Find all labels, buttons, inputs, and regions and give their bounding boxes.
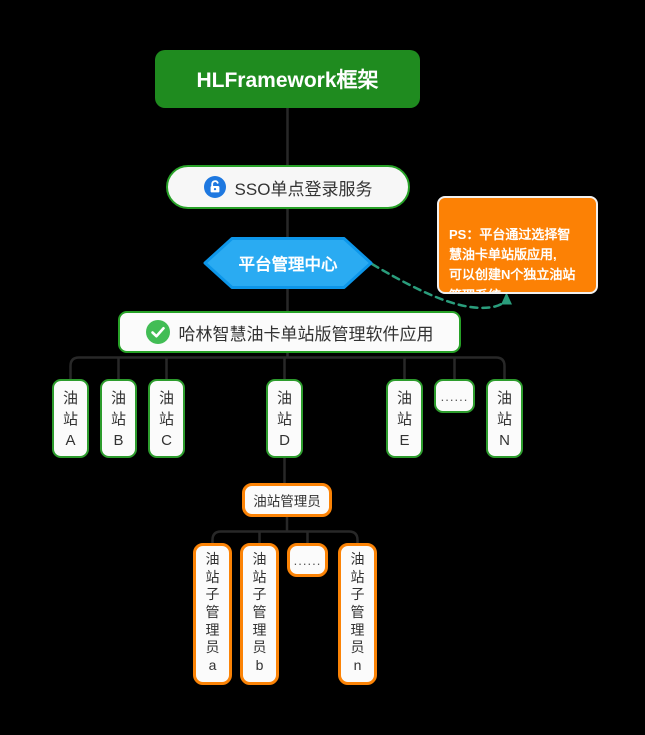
platform-label: 平台管理中心 [238, 256, 338, 274]
ellipsis-label: ...... [440, 388, 469, 404]
node-platform-center[interactable]: 平台管理中心 [203, 236, 373, 290]
node-hlframework-root[interactable]: HLFramework框架 [155, 50, 420, 108]
node-station-c[interactable]: 油站C [148, 379, 185, 458]
node-station-manager[interactable]: 油站管理员 [242, 483, 332, 517]
station-trunk [69, 356, 506, 380]
note-text: PS：平台通过选择智 慧油卡单站版应用, 可以创建N个独立油站 管理系统 [449, 227, 576, 292]
node-smart-oilcard-app[interactable]: 哈林智慧油卡单站版管理软件应用 [118, 311, 461, 353]
node-subadmin-ellipsis[interactable]: ...... [287, 543, 328, 577]
station-label: 油站N [496, 390, 512, 449]
node-subadmin-n[interactable]: 油站子管理员n [338, 543, 377, 685]
subadmin-trunk [211, 530, 359, 544]
check-icon [145, 320, 170, 344]
subadmin-label: 油站子管理员a [205, 551, 220, 673]
lock-icon [203, 176, 226, 198]
node-station-e[interactable]: 油站E [386, 379, 423, 458]
node-station-b[interactable]: 油站B [100, 379, 137, 458]
subadmin-label: 油站子管理员b [252, 551, 267, 673]
node-station-ellipsis[interactable]: ...... [434, 379, 475, 413]
hexagon-shape [203, 237, 373, 289]
node-station-d[interactable]: 油站D [266, 379, 303, 458]
node-subadmin-a[interactable]: 油站子管理员a [193, 543, 232, 685]
manager-label: 油站管理员 [253, 494, 321, 509]
ellipsis-label: ...... [293, 552, 322, 568]
note-ps-callout[interactable]: PS：平台通过选择智 慧油卡单站版应用, 可以创建N个独立油站 管理系统 [437, 196, 598, 294]
station-label: 油站E [396, 390, 412, 449]
sso-label: SSO单点登录服务 [234, 179, 373, 199]
node-sso-login[interactable]: SSO单点登录服务 [166, 165, 410, 209]
root-label: HLFramework框架 [196, 69, 379, 92]
node-station-n[interactable]: 油站N [486, 379, 523, 458]
node-subadmin-b[interactable]: 油站子管理员b [240, 543, 279, 685]
station-label: 油站D [276, 390, 292, 449]
app-label: 哈林智慧油卡单站版管理软件应用 [178, 324, 434, 344]
station-label: 油站C [158, 390, 174, 449]
station-label: 油站A [62, 390, 78, 449]
station-label: 油站B [110, 390, 126, 449]
note-link-arrowhead-icon [501, 292, 512, 305]
node-station-a[interactable]: 油站A [52, 379, 89, 458]
subadmin-label: 油站子管理员n [350, 551, 365, 673]
